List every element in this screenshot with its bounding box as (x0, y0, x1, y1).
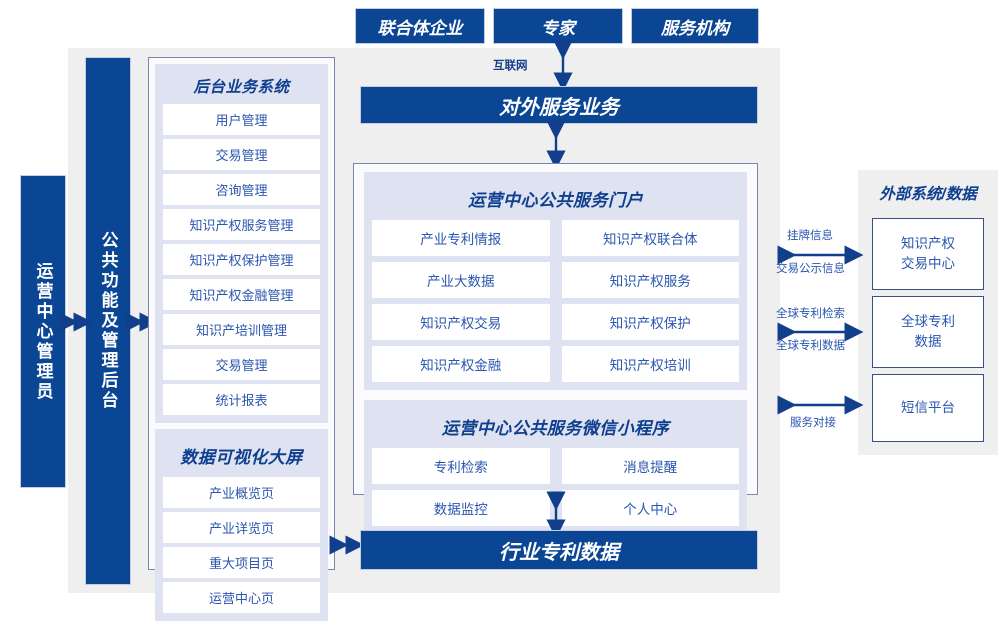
backend-link-arrow (125, 312, 159, 332)
role-bar-public-function-backend[interactable]: 公共功能及管理后台 (85, 57, 131, 585)
backend-item[interactable]: 统计报表 (163, 384, 320, 415)
actor-label: 服务机构 (661, 18, 729, 38)
external-link-arrow-3 (777, 395, 864, 415)
architecture-diagram: 联合体企业 专家 服务机构 互联网 对外服务业务 运营中心管理员 公共功能及管理… (20, 8, 998, 621)
visualization-group: 数据可视化大屏 产业概览页 产业详览页 重大项目页 运营中心页 (155, 429, 328, 621)
external-link-label-bottom-3: 服务对接 (790, 417, 836, 429)
portal-item[interactable]: 产业专利情报 (372, 220, 550, 256)
portal-item[interactable]: 知识产权交易 (372, 304, 550, 340)
backend-item[interactable]: 知识产权金融管理 (163, 279, 320, 310)
external-box-label: 短信平台 (901, 400, 955, 416)
backend-item[interactable]: 用户管理 (163, 104, 320, 135)
miniprogram-item[interactable]: 个人中心 (561, 490, 739, 526)
portal-item[interactable]: 知识产权保护 (561, 304, 739, 340)
backend-item[interactable]: 交易管理 (163, 139, 320, 170)
portal-title: 运营中心公共服务门户 (468, 191, 643, 210)
service-portal-arrow (546, 120, 566, 170)
miniprogram-item[interactable]: 数据监控 (372, 490, 550, 526)
backend-item[interactable]: 知识产权服务管理 (163, 209, 320, 240)
external-link-arrow-2 (777, 322, 864, 342)
portal-item[interactable]: 知识产权联合体 (561, 220, 739, 256)
miniprogram-item[interactable]: 专利检索 (372, 448, 550, 484)
backend-system-group: 后台业务系统 用户管理 交易管理 咨询管理 知识产权服务管理 知识产权保护管理 … (155, 64, 328, 423)
role-bar-label: 公共功能及管理后台 (98, 231, 118, 411)
external-systems-shell: 外部系统/数据 知识产权 交易中心 全球专利 数据 短信平台 (858, 170, 998, 455)
miniprogram-title: 运营中心公共服务微信小程序 (441, 419, 670, 438)
internet-arrow (553, 40, 573, 92)
center-services-panel: 运营中心公共服务门户 产业专利情报 知识产权联合体 产业大数据 知识产权服务 知… (353, 163, 758, 534)
backend-panel: 后台业务系统 用户管理 交易管理 咨询管理 知识产权服务管理 知识产权保护管理 … (148, 57, 335, 621)
portal-item[interactable]: 知识产权金融 (372, 346, 550, 382)
backend-item[interactable]: 知识产权保护管理 (163, 244, 320, 275)
external-box-global-patent-data[interactable]: 全球专利 数据 (872, 296, 984, 368)
external-service-bar-label: 对外服务业务 (499, 96, 619, 119)
backend-item[interactable]: 交易管理 (163, 349, 320, 380)
visualization-item[interactable]: 产业详览页 (163, 512, 320, 543)
actor-box-service-agency[interactable]: 服务机构 (631, 8, 759, 44)
internet-label: 互联网 (493, 60, 528, 72)
external-link-label-top-1: 挂牌信息 (787, 230, 833, 242)
external-link-label-bottom-2: 全球专利数据 (776, 340, 845, 352)
miniprogram-item-grid: 专利检索 消息提醒 数据监控 个人中心 (372, 448, 739, 526)
actor-label: 联合体企业 (377, 18, 463, 38)
external-link-label-top-2: 全球专利检索 (776, 308, 845, 320)
external-box-label: 知识产权 交易中心 (901, 236, 955, 271)
backend-data-arrow (329, 535, 365, 555)
visualization-item[interactable]: 产业概览页 (163, 477, 320, 508)
industry-patent-data-bar[interactable]: 行业专利数据 (360, 530, 758, 570)
external-link-label-bottom-1: 交易公示信息 (776, 263, 845, 275)
external-box-ip-exchange-center[interactable]: 知识产权 交易中心 (872, 218, 984, 290)
portal-data-arrow (546, 491, 566, 539)
role-bar-operation-center-admin[interactable]: 运营中心管理员 (20, 175, 66, 488)
role-link-arrow (59, 312, 93, 332)
actor-label: 专家 (541, 18, 575, 38)
miniprogram-item[interactable]: 消息提醒 (561, 448, 739, 484)
visualization-item[interactable]: 重大项目页 (163, 547, 320, 578)
backend-system-title: 后台业务系统 (193, 79, 290, 96)
portal-item-grid: 产业专利情报 知识产权联合体 产业大数据 知识产权服务 知识产权交易 知识产权保… (372, 220, 739, 382)
backend-item[interactable]: 咨询管理 (163, 174, 320, 205)
external-box-sms-platform[interactable]: 短信平台 (872, 374, 984, 442)
visualization-title: 数据可视化大屏 (180, 448, 303, 467)
visualization-item[interactable]: 运营中心页 (163, 582, 320, 613)
actor-box-expert[interactable]: 专家 (493, 8, 623, 44)
actor-box-union-enterprise[interactable]: 联合体企业 (355, 8, 485, 44)
portal-item[interactable]: 知识产权培训 (561, 346, 739, 382)
backend-item[interactable]: 知识产培训管理 (163, 314, 320, 345)
role-bar-label: 运营中心管理员 (33, 261, 53, 402)
external-link-arrow-1 (777, 245, 864, 265)
portal-item[interactable]: 产业大数据 (372, 262, 550, 298)
industry-patent-data-label: 行业专利数据 (499, 541, 619, 564)
portal-group: 运营中心公共服务门户 产业专利情报 知识产权联合体 产业大数据 知识产权服务 知… (364, 172, 747, 390)
external-service-bar[interactable]: 对外服务业务 (360, 86, 758, 124)
external-systems-title: 外部系统/数据 (879, 186, 977, 203)
external-box-label: 全球专利 数据 (901, 314, 955, 349)
portal-item[interactable]: 知识产权服务 (561, 262, 739, 298)
